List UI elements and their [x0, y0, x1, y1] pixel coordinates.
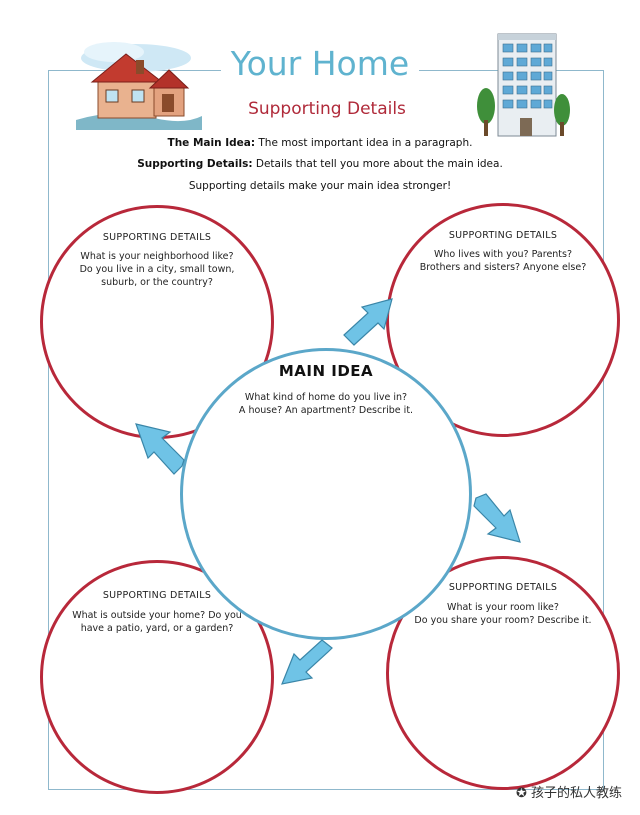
- main-idea-prompt-line: What kind of home do you live in?: [244, 392, 408, 403]
- page-title: Your Home: [0, 44, 640, 83]
- circle-prompt-line: suburb, or the country?: [101, 277, 213, 288]
- main-idea-label: The Main Idea:: [167, 137, 256, 149]
- supporting-details-label: Supporting Details:: [137, 158, 253, 170]
- circle-heading: SUPPORTING DETAILS: [102, 232, 212, 243]
- arrow-to-bottom-right-icon: [473, 493, 521, 543]
- circle-prompt-line: What is your room like?: [447, 602, 559, 613]
- supporting-details-note: Supporting details make your main idea s…: [188, 180, 452, 192]
- main-idea-text: The most important idea in a paragraph.: [258, 137, 473, 149]
- wechat-icon: ✪: [515, 786, 527, 801]
- circle-prompt-line: What is outside your home? Do you: [72, 610, 242, 621]
- watermark: ✪ 孩子的私人教练: [516, 782, 622, 801]
- supporting-details-text: Details that tell you more about the mai…: [255, 158, 503, 170]
- circle-heading: SUPPORTING DETAILS: [448, 582, 558, 593]
- watermark-text: 孩子的私人教练: [530, 786, 622, 801]
- circle-prompt-line: What is your neighborhood like?: [80, 251, 234, 262]
- circle-prompt-line: Do you share your room? Describe it.: [414, 615, 592, 626]
- circle-prompt-line: Brothers and sisters? Anyone else?: [419, 262, 587, 273]
- circle-prompt-line: Do you live in a city, small town,: [79, 264, 235, 275]
- circle-prompt-line: Who lives with you? Parents?: [433, 249, 573, 260]
- arrow-to-bottom-left-icon: [281, 639, 333, 685]
- main-idea-heading: MAIN IDEA: [278, 362, 374, 380]
- house-illustration: [76, 42, 202, 130]
- arrow-to-top-right-icon: [343, 298, 393, 346]
- circle-heading: SUPPORTING DETAILS: [448, 230, 558, 241]
- main-idea-prompt-line: A house? An apartment? Describe it.: [238, 405, 414, 416]
- circle-prompt-line: have a patio, yard, or a garden?: [80, 623, 234, 634]
- main-idea-definition: The Main Idea: The most important idea i…: [0, 137, 640, 149]
- page-subtitle: Supporting Details: [248, 99, 406, 119]
- main-idea-circle: MAIN IDEA What kind of home do you live …: [180, 348, 472, 640]
- apartment-building-illustration: [477, 33, 570, 137]
- supporting-details-definition: Supporting Details: Details that tell yo…: [0, 158, 640, 170]
- circle-heading: SUPPORTING DETAILS: [102, 590, 212, 601]
- arrow-to-top-left-icon: [135, 423, 185, 475]
